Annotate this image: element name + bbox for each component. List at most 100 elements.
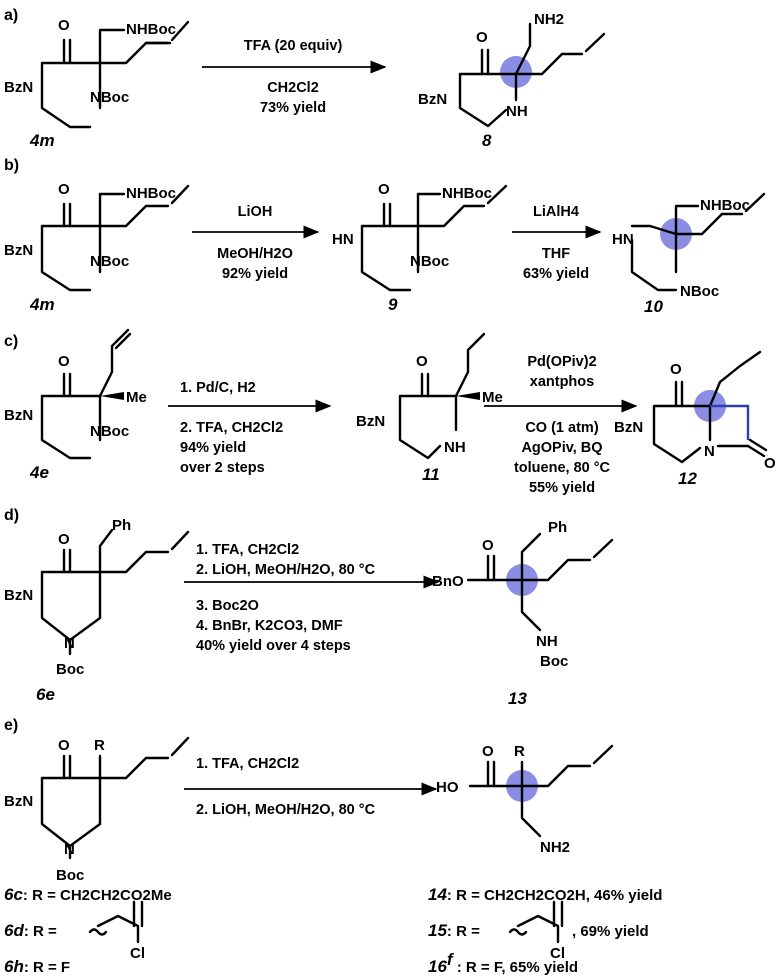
compound-9: O NHBoc HN NBoc 9	[332, 181, 508, 314]
atom-o: O	[378, 181, 390, 198]
atom-bzn: BzN	[614, 419, 643, 436]
atom-nh2: NH2	[540, 839, 570, 856]
condition-step2: 2. TFA, CH2Cl2	[180, 420, 283, 436]
compound-label: 4m	[29, 131, 55, 150]
atom-n: N	[64, 635, 75, 652]
condition-step1: 1. Pd/C, H2	[180, 380, 256, 396]
atom-nboc: NBoc	[410, 253, 449, 270]
atom-nhboc: HN	[612, 231, 634, 248]
condition-yield: 55% yield	[529, 480, 595, 496]
compound-4m-b: O NHBoc BzN NBoc 4m	[4, 181, 190, 314]
atom-boc: Boc	[56, 661, 84, 678]
atom-nh2: NH2	[534, 11, 564, 28]
panel-label-a: a)	[4, 7, 18, 24]
condition-yield: 73% yield	[260, 100, 326, 116]
atom-o: O	[482, 743, 494, 760]
compound-generic-reactant: O R BzN N Boc	[4, 736, 190, 884]
compound-label: 10	[644, 297, 663, 316]
atom-me: Me	[482, 389, 503, 406]
atom-cl: Cl	[550, 945, 565, 962]
atom-ph: Ph	[112, 517, 131, 534]
substrate-list: 6c: R = CH2CH2CO2Me 6d: R = Cl 6h: R = F	[4, 885, 172, 976]
substrate-6h: 6h: R = F	[4, 957, 70, 976]
atom-o: O	[58, 17, 70, 34]
atom-o: O	[416, 353, 428, 370]
condition-co: CO (1 atm)	[525, 420, 598, 436]
compound-13: O Ph BnO NH Boc 13	[432, 519, 614, 708]
compound-label: 6e	[36, 685, 55, 704]
condition-solvent: MeOH/H2O	[217, 246, 293, 262]
atom-r: R	[94, 737, 105, 754]
condition-reagent: LiOH	[238, 204, 273, 220]
atom-ph: Ph	[548, 519, 567, 536]
panel-b: b) O NHBoc BzN NBoc 4m LiOH MeOH/H2O 92%…	[4, 157, 766, 316]
compound-label: 12	[678, 469, 697, 488]
condition-step4: 4. BnBr, K2CO3, DMF	[196, 618, 343, 634]
condition-step2: 2. LiOH, MeOH/H2O, 80 °C	[196, 802, 376, 818]
atom-nhboc: NHBoc	[126, 185, 176, 202]
compound-label: 11	[422, 465, 440, 484]
condition-step3: 3. Boc2O	[196, 598, 259, 614]
wedge-bond	[100, 392, 124, 400]
atom-nhboc: NHBoc	[442, 185, 492, 202]
atom-nboc: NBoc	[90, 423, 129, 440]
compound-12: O BzN N O 12	[614, 350, 776, 488]
compound-8: O NH2 BzN NH 8	[418, 11, 606, 150]
panel-label-b: b)	[4, 157, 19, 174]
substituent-15	[508, 900, 564, 944]
new-bond	[710, 404, 750, 440]
substituent-6d	[88, 900, 144, 944]
atom-nh: NH	[444, 439, 466, 456]
atom-n: N	[64, 841, 75, 858]
compound-6e: O Ph BzN N Boc 6e	[4, 517, 190, 704]
condition-solvent: THF	[542, 246, 570, 262]
product-15-yield: , 69% yield	[572, 923, 649, 940]
condition-catalyst: Pd(OPiv)2	[527, 354, 596, 370]
panel-a: a) O NHBoc BzN NBoc 4m TFA (20 equiv) CH…	[4, 7, 606, 150]
atom-bzn: BzN	[4, 587, 33, 604]
compound-label: 4e	[29, 463, 49, 482]
panel-label-c: c)	[4, 333, 18, 350]
atom-me: Me	[126, 389, 147, 406]
atom-o: O	[58, 353, 70, 370]
compound-label: 8	[482, 131, 492, 150]
condition-yield: 94% yield	[180, 440, 246, 456]
panel-label-e: e)	[4, 717, 18, 734]
atom-nh: NH	[536, 633, 558, 650]
compound-4e: O Me BzN NBoc 4e	[4, 328, 147, 482]
product-16: 16f : R = F, 65% yield	[428, 950, 578, 976]
condition-step1: 1. TFA, CH2Cl2	[196, 756, 299, 772]
atom-o: O	[58, 181, 70, 198]
condition-reagent: LiAlH4	[533, 204, 579, 220]
atom-r: R	[514, 743, 525, 760]
product-list: 14: R = CH2CH2CO2H, 46% yield 15: R = Cl…	[428, 885, 662, 976]
atom-bzn: BzN	[418, 91, 447, 108]
atom-nhboc: NHBoc	[126, 21, 176, 38]
condition-reagent: TFA (20 equiv)	[244, 38, 343, 54]
atom-nh: NH	[506, 103, 528, 120]
condition-note: over 2 steps	[180, 460, 265, 476]
condition-step2: 2. LiOH, MeOH/H2O, 80 °C	[196, 562, 376, 578]
condition-yield: 63% yield	[523, 266, 589, 282]
panel-e: e) O R BzN N Boc 1. TFA, CH2Cl2 2. LiOH,…	[4, 717, 662, 976]
compound-11: O Me BzN NH 11	[356, 332, 503, 484]
panel-label-d: d)	[4, 507, 19, 524]
panel-c: c) O Me BzN NBoc 4e 1. Pd/C, H2 2. TFA, …	[4, 328, 776, 496]
atom-hn: HN	[332, 231, 354, 248]
atom-bzn: BzN	[356, 413, 385, 430]
atom-bzn: BzN	[4, 793, 33, 810]
atom-boc: Boc	[56, 867, 84, 884]
atom-ho: HO	[436, 779, 459, 796]
condition-solvent: toluene, 80 °C	[514, 460, 611, 476]
condition-ligand: xantphos	[530, 374, 594, 390]
atom-cl: Cl	[130, 945, 145, 962]
atom-bzn: BzN	[4, 407, 33, 424]
product-14: 14: R = CH2CH2CO2H, 46% yield	[428, 885, 662, 904]
atom-bno: BnO	[432, 573, 464, 590]
condition-yield: 40% yield over 4 steps	[196, 638, 351, 654]
panel-d: d) O Ph BzN N Boc 6e 1. TFA, CH2Cl2 2. L…	[4, 507, 614, 708]
atom-o: O	[670, 361, 682, 378]
atom-o: O	[58, 531, 70, 548]
atom-nboc: NBoc	[90, 253, 129, 270]
